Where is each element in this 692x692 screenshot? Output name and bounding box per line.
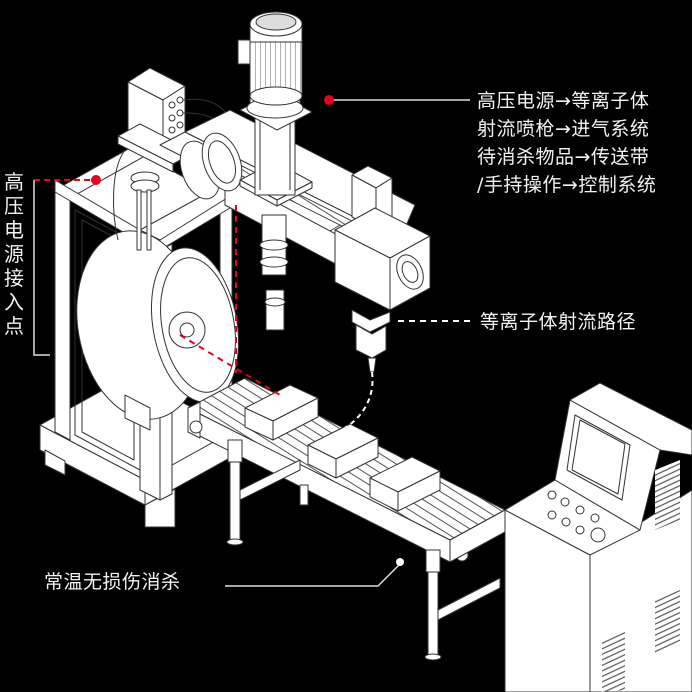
coupling (179, 132, 243, 200)
system-flow-line-2: 射流喷枪→进气系统 (477, 118, 650, 140)
plasma-path-lines (179, 205, 281, 396)
system-flow-callout: 高压电源→等离子体 射流喷枪→进气系统 待消杀物品→传送带 /手持操作→控制系统 (477, 87, 656, 199)
system-flow-line-4: /手持操作→控制系统 (477, 174, 657, 196)
motor (237, 11, 313, 207)
callout-marker-system (324, 95, 334, 105)
roller-conveyor (187, 377, 506, 661)
control-cabinet (504, 382, 692, 692)
system-flow-line-3: 待消杀物品→传送带 (477, 146, 650, 168)
callout-marker-disinfection (396, 558, 404, 566)
power-input-callout: 高压电源接入点 (4, 170, 25, 338)
drum (76, 230, 240, 431)
plasma-path-callout: 等离子体射流路径 (480, 311, 637, 333)
system-flow-line-1: 高压电源→等离子体 (477, 90, 650, 112)
spindle (259, 214, 289, 331)
jet-trail (344, 371, 374, 429)
plasma-jet-gun (334, 165, 431, 373)
callout-lines (33, 95, 470, 587)
disinfection-callout: 常温无损伤消杀 (44, 571, 181, 593)
conveyor-items (244, 384, 441, 512)
callout-marker-power (91, 175, 101, 185)
